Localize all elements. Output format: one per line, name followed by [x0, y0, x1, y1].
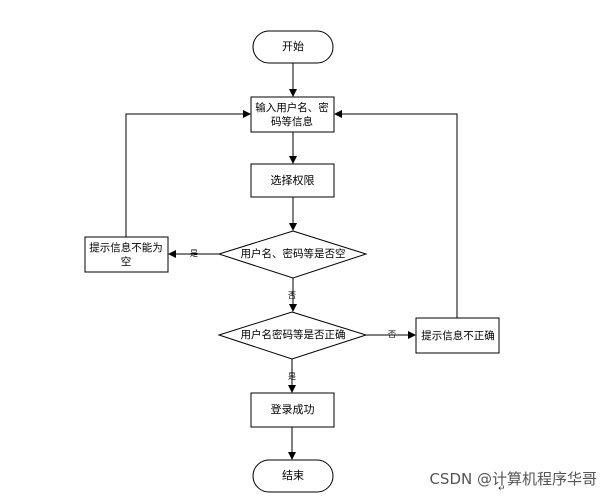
select-permission-box — [250, 163, 335, 198]
edge-prompt-empty-loop — [125, 110, 251, 237]
prompt-incorrect-box — [415, 317, 500, 354]
input-box — [250, 96, 335, 133]
edge-label-correct-yes: 是 — [288, 372, 296, 381]
prompt-empty-label: 提示信息不能为空 — [89, 241, 163, 268]
start-label: 开始 — [282, 40, 304, 53]
check-empty-label: 用户名、密码等是否空 — [240, 248, 346, 260]
check-correct-label: 用户名密码等是否正确 — [240, 329, 346, 341]
input-label: 输入用户名、密码等信息 — [255, 101, 329, 128]
edge-label-empty-yes: 是 — [190, 249, 198, 258]
prompt-incorrect-label: 提示信息不正确 — [421, 329, 495, 342]
edge-label-empty-no: 否 — [288, 291, 296, 300]
select-permission-label: 选择权限 — [270, 173, 315, 187]
end-terminal — [252, 459, 334, 493]
login-success-label: 登录成功 — [270, 403, 315, 416]
end-label: 结束 — [282, 469, 304, 482]
paragraph-mark-icon: ↵ — [498, 484, 506, 494]
edge-label-correct-no: 否 — [388, 330, 396, 339]
watermark: CSDN @计算机程序华哥 — [429, 470, 597, 488]
login-success-box — [250, 392, 335, 428]
edge-prompt-incorrect-loop — [334, 110, 458, 318]
